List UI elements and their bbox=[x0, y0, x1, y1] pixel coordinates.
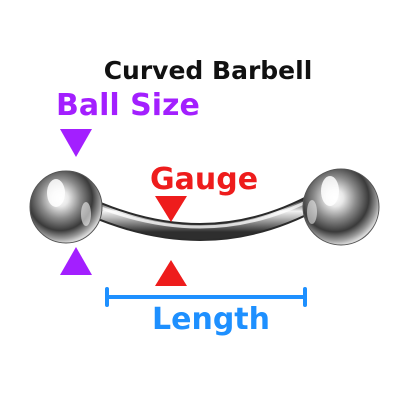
gauge-label: Gauge bbox=[150, 162, 259, 197]
ball-size-bottom-arrow bbox=[60, 247, 92, 275]
length-label: Length bbox=[152, 302, 270, 337]
ball-size-label: Ball Size bbox=[56, 88, 200, 123]
length-bracket bbox=[105, 287, 307, 307]
gauge-top-arrow bbox=[155, 196, 187, 222]
left-ball bbox=[29, 170, 103, 244]
ball-size-top-arrow bbox=[60, 129, 92, 157]
curved-bar-shine bbox=[85, 193, 325, 240]
bar-highlight bbox=[94, 196, 316, 229]
right-ball bbox=[302, 168, 380, 246]
diagram-title: Curved Barbell bbox=[103, 56, 313, 85]
gauge-bottom-arrow bbox=[155, 260, 187, 286]
